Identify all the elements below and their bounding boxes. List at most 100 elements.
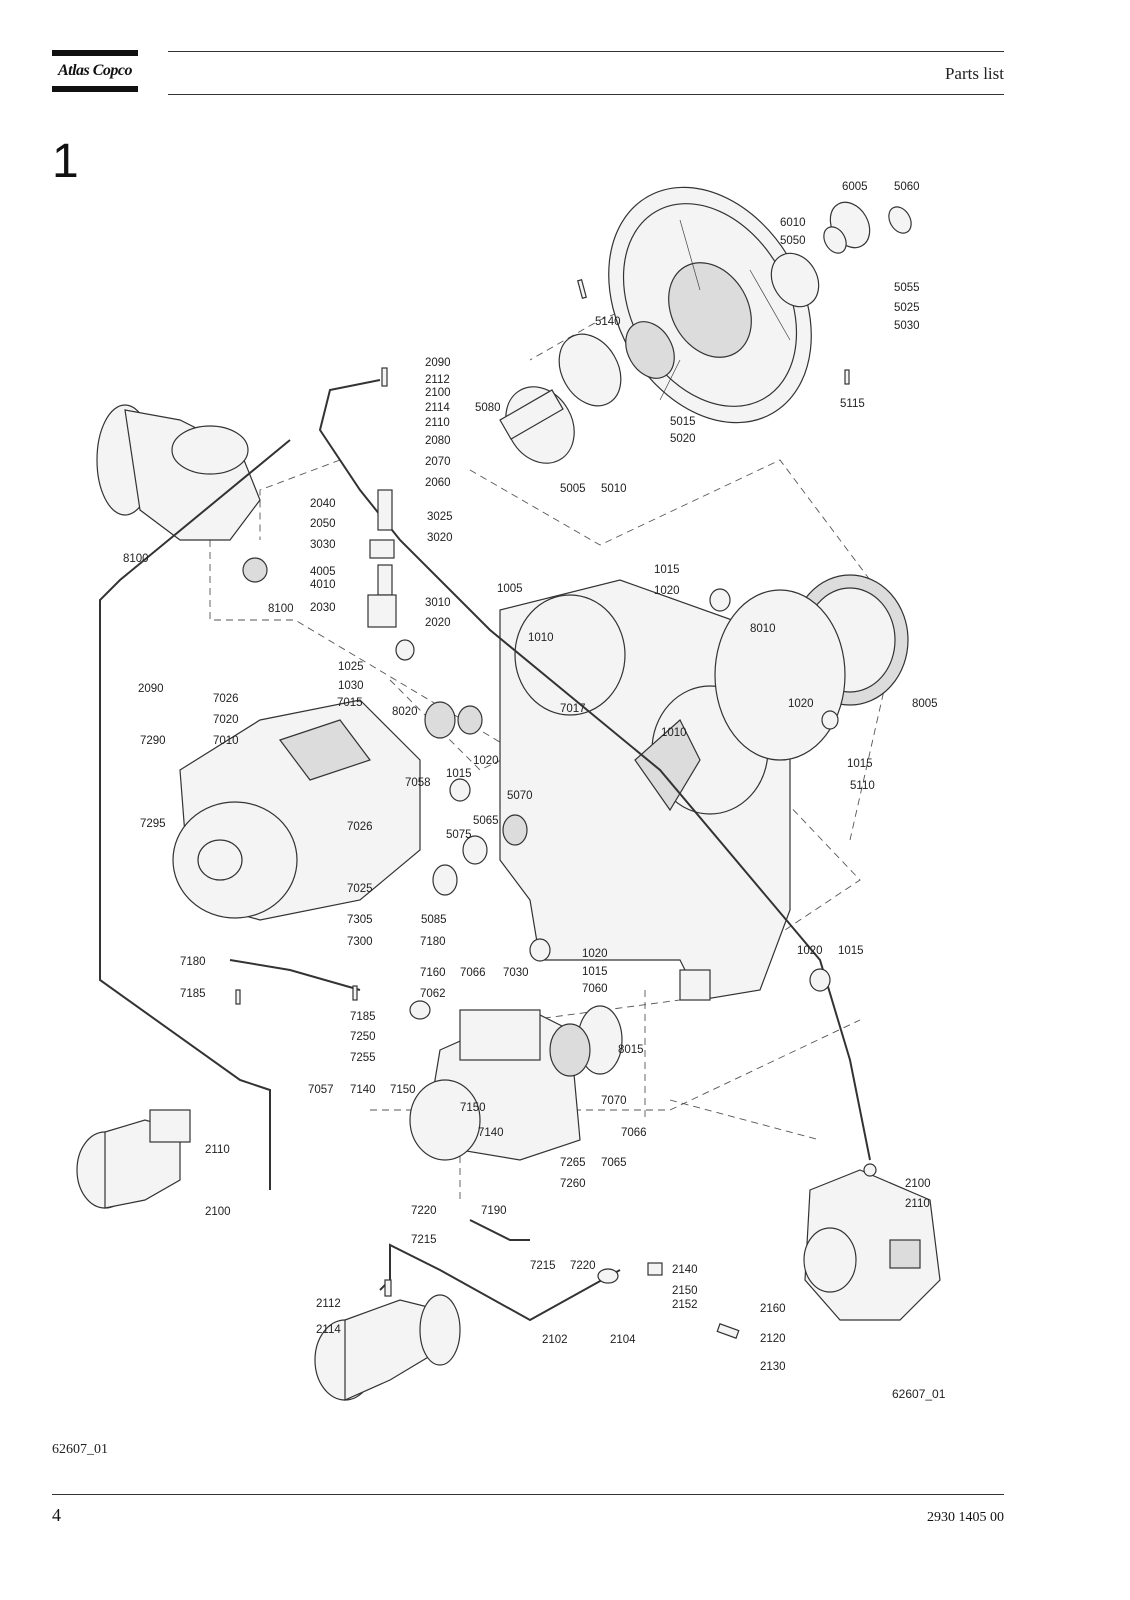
part-callout-label: 7250: [350, 1031, 376, 1043]
document-number: 2930 1405 00: [927, 1510, 1004, 1525]
part-callout-label: 2160: [760, 1303, 786, 1315]
part-callout-label: 7160: [420, 967, 446, 979]
part-callout-label: 8015: [618, 1044, 644, 1056]
page-number: 4: [52, 1505, 61, 1525]
part-callout-label: 7185: [180, 988, 206, 1000]
part-callout-label: 1015: [847, 758, 873, 770]
part-callout-label: 8010: [750, 623, 776, 635]
part-callout-label: 5010: [601, 483, 627, 495]
part-callout-label: 2110: [905, 1198, 930, 1210]
outlet-fitting-center: [314, 1294, 461, 1401]
part-callout-label: 4005: [310, 566, 336, 578]
part-callout-label: 7265: [560, 1157, 586, 1169]
part-callout-label: 8020: [392, 706, 418, 718]
gear-casing: [499, 579, 791, 1001]
part-callout-label: 7150: [460, 1102, 486, 1114]
part-callout-label: 5060: [894, 181, 920, 193]
part-callout-label: 7070: [601, 1095, 627, 1107]
part-callout-label: 7180: [420, 936, 446, 948]
part-callout-label: 8100: [268, 603, 294, 615]
part-callout-label: 7057: [308, 1084, 334, 1096]
part-callout-label: 7305: [347, 914, 373, 926]
part-callout-label: 7026: [347, 821, 373, 833]
figure-code: 62607_01: [52, 1442, 108, 1457]
part-callout-label: 2150: [672, 1285, 698, 1297]
part-callout-label: 1015: [582, 966, 608, 978]
large-gear: [714, 574, 909, 761]
footer-rule: [52, 1494, 1004, 1495]
part-callout-label: 5055: [894, 282, 920, 294]
part-callout-label: 1005: [497, 583, 523, 595]
part-callout-label: 5080: [475, 402, 501, 414]
part-callout-label: 2070: [425, 456, 451, 468]
part-callout-label: 8005: [912, 698, 938, 710]
part-callout-label: 7290: [140, 735, 166, 747]
part-callout-label: 5075: [446, 829, 472, 841]
part-callout-label: 2140: [672, 1264, 698, 1276]
part-callout-label: 5015: [670, 416, 696, 428]
part-callout-label: 1015: [838, 945, 864, 957]
outlet-housing-right: [803, 1169, 941, 1321]
part-callout-label: 5050: [780, 235, 806, 247]
part-callout-label: 7010: [213, 735, 239, 747]
part-callout-label: 1015: [446, 768, 472, 780]
part-callout-label: 7180: [180, 956, 206, 968]
figure-code-inside: 62607_01: [892, 1387, 946, 1401]
part-callout-label: 2130: [760, 1361, 786, 1373]
part-callout-label: 5115: [840, 398, 865, 410]
part-callout-label: 2152: [672, 1299, 698, 1311]
part-callout-label: 7215: [411, 1234, 437, 1246]
part-callout-label: 2050: [310, 518, 336, 530]
part-callout-label: 1010: [528, 632, 554, 644]
part-callout-label: 7295: [140, 818, 166, 830]
part-callout-label: 2030: [310, 602, 336, 614]
part-callout-label: 2090: [138, 683, 164, 695]
atlas-copco-logo: Atlas Copco: [52, 50, 138, 94]
part-callout-label: 7058: [405, 777, 431, 789]
logo-bar-top: [52, 50, 138, 56]
part-callout-label: 3020: [427, 532, 453, 544]
fasteners: [235, 279, 877, 1339]
part-callout-label: 2020: [425, 617, 451, 629]
part-callout-label: 7062: [420, 988, 446, 1000]
part-callout-label: 7215: [530, 1260, 556, 1272]
part-callout-label: 7220: [570, 1260, 596, 1272]
header-rule-top: [168, 51, 1004, 52]
outlet-fitting-left: [76, 1109, 191, 1209]
section-number: 1: [52, 135, 79, 188]
part-callout-label: 7060: [582, 983, 608, 995]
part-callout-label: 6010: [780, 217, 806, 229]
part-callout-label: 1020: [582, 948, 608, 960]
part-callout-label: 2060: [425, 477, 451, 489]
part-callout-label: 7260: [560, 1178, 586, 1190]
part-callout-label: 3025: [427, 511, 453, 523]
page-header-title: Parts list: [944, 64, 1004, 83]
part-callout-label: 1030: [338, 680, 364, 692]
part-callout-label: 2114: [425, 402, 450, 414]
part-callout-label: 7065: [601, 1157, 627, 1169]
part-callout-label: 2100: [905, 1178, 931, 1190]
part-callout-label: 7185: [350, 1011, 376, 1023]
part-callout-label: 2114: [316, 1324, 341, 1336]
part-callout-label: 2112: [425, 374, 450, 386]
part-callout-label: 2080: [425, 435, 451, 447]
part-callout-label: 5025: [894, 302, 920, 314]
part-callout-label: 7220: [411, 1205, 437, 1217]
compressor-stage-left: [172, 699, 483, 921]
part-callout-label: 7017: [560, 703, 586, 715]
part-callout-label: 7020: [213, 714, 239, 726]
part-callout-label: 5030: [894, 320, 920, 332]
part-callout-label: 7140: [350, 1084, 376, 1096]
part-callout-label: 7066: [460, 967, 486, 979]
logo-bar-bottom: [52, 86, 138, 92]
part-callout-label: 2110: [205, 1144, 230, 1156]
part-callout-label: 3010: [425, 597, 451, 609]
part-callout-label: 7066: [621, 1127, 647, 1139]
part-callout-label: 2112: [316, 1298, 341, 1310]
part-callout-label: 1020: [473, 755, 499, 767]
part-callout-label: 3030: [310, 539, 336, 551]
part-callout-label: 7015: [337, 697, 363, 709]
inlet-housing-left: [96, 404, 268, 583]
